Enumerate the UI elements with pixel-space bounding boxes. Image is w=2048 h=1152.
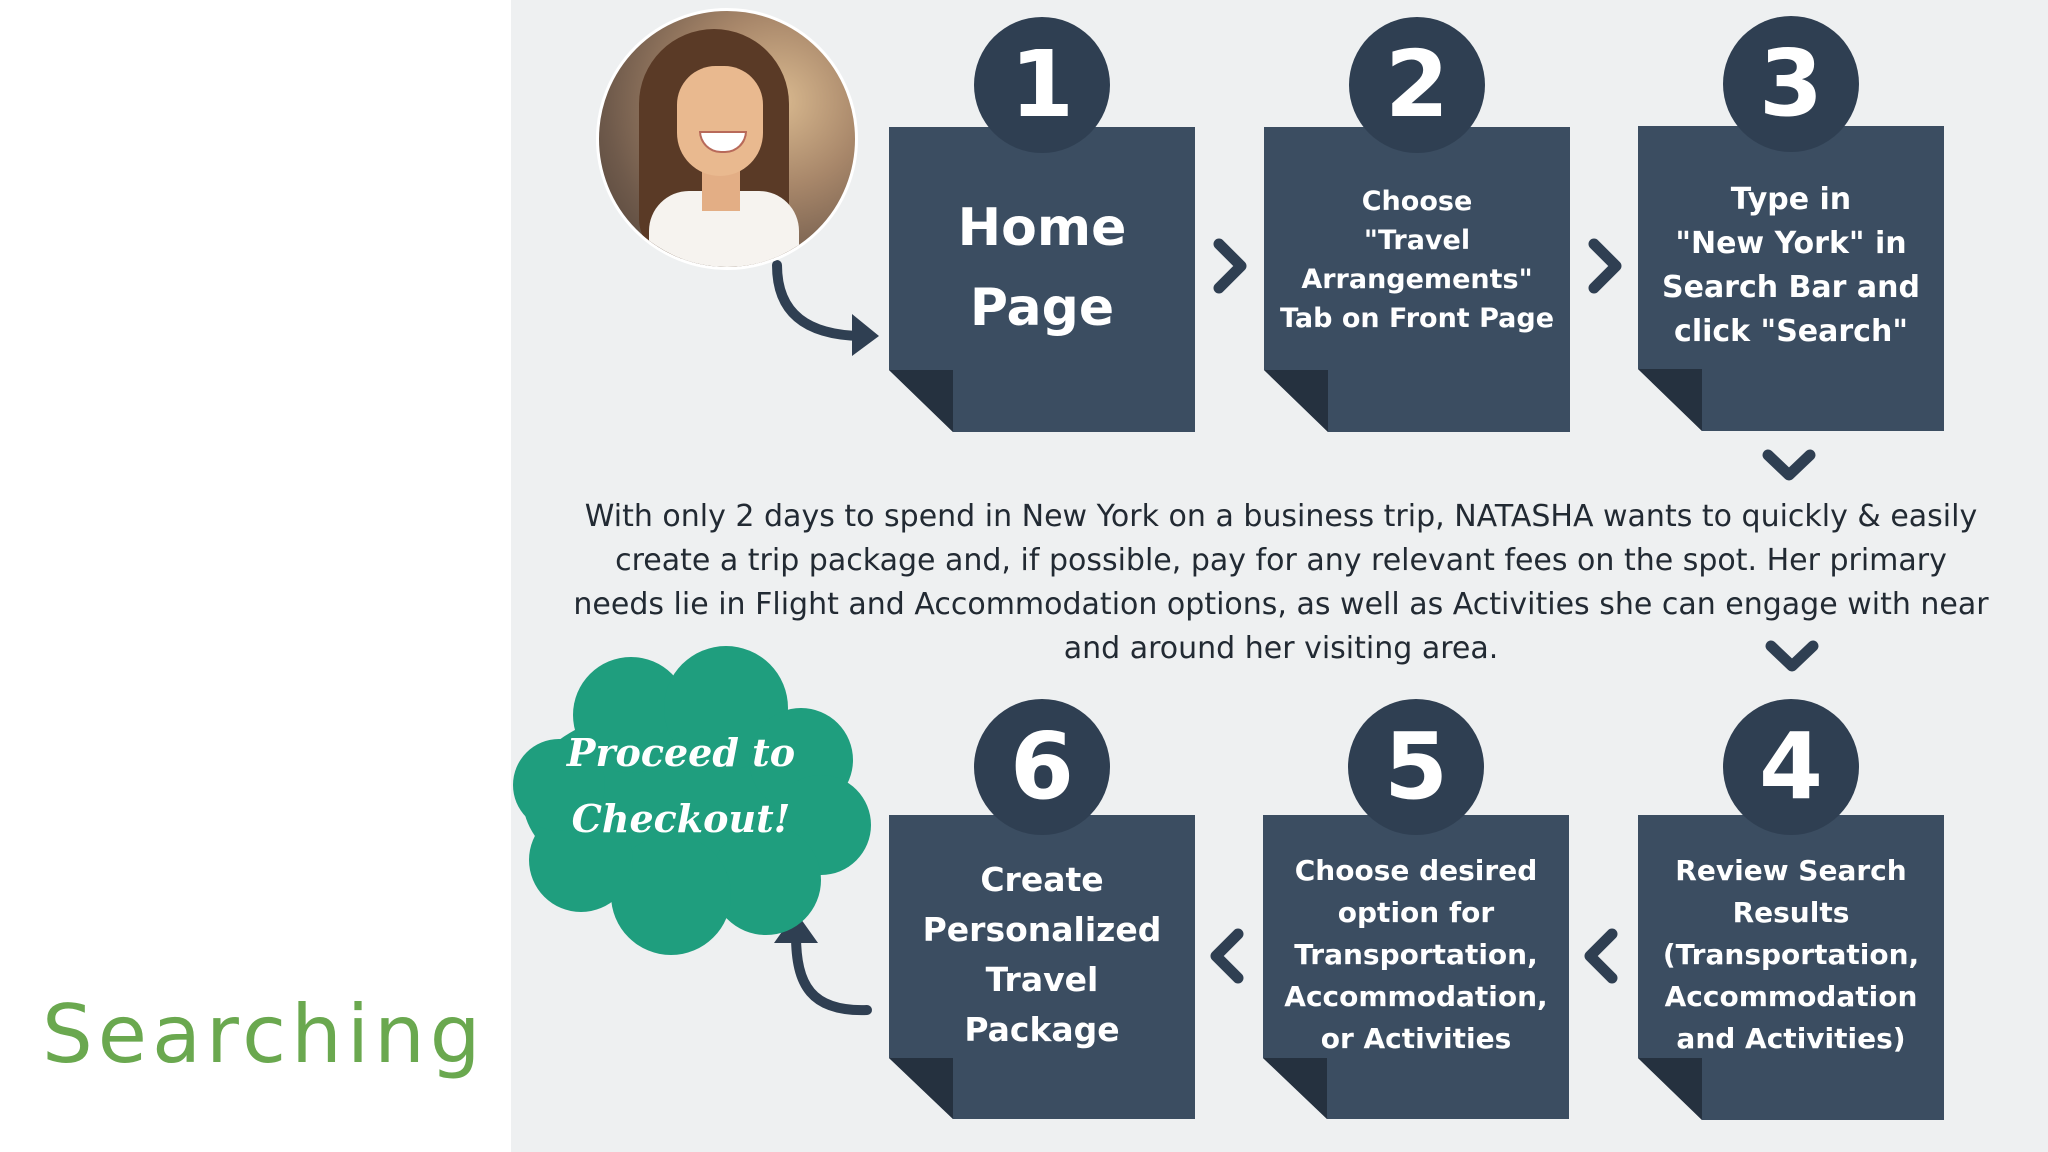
step-number-5: 5 [1348, 699, 1484, 835]
step-number-2: 2 [1349, 17, 1485, 153]
curved-arrow-icon [772, 260, 879, 356]
chevron-left-icon [1210, 928, 1244, 984]
chevron-right-icon [1213, 238, 1247, 294]
step-box-3 [1638, 126, 1944, 431]
checkout-cloud [513, 646, 871, 955]
step-number-1: 1 [974, 17, 1110, 153]
scenario-description: With only 2 days to spend in New York on… [573, 499, 1989, 666]
step-number-6: 6 [974, 699, 1110, 835]
step-text-2: Choose "Travel Arrangements" Tab on Fron… [1279, 186, 1555, 334]
step-text-4: Review Search Results (Transportation, A… [1662, 854, 1920, 1055]
checkout-cloud-label: Proceed to Checkout! [566, 730, 796, 841]
persona-avatar [596, 8, 858, 270]
step-text-5: Choose desired option for Transportation… [1284, 854, 1548, 1055]
user-flow-panel: 1 2 3 6 5 4 Home Page Choose "Travel Arr… [511, 0, 2048, 1152]
step-box-5 [1263, 815, 1569, 1119]
curved-arrow-up-icon [774, 912, 872, 1016]
step-number-4: 4 [1723, 699, 1859, 835]
chevron-down-icon [1765, 640, 1819, 672]
step-text-1: Home Page [957, 198, 1127, 338]
flow-graphics [513, 126, 1944, 1120]
step-box-6 [889, 815, 1195, 1119]
step-text-6: Create Personalized Travel Package [922, 860, 1162, 1049]
step-box-2 [1264, 127, 1570, 432]
step-box-4 [1638, 815, 1944, 1120]
chevron-right-icon [1588, 238, 1622, 294]
chevron-down-icon [1762, 449, 1816, 481]
slide-title: Searching [42, 988, 486, 1081]
step-text-3: Type in "New York" in Search Bar and cli… [1661, 182, 1920, 349]
step-box-1 [889, 127, 1195, 432]
chevron-left-icon [1584, 928, 1618, 984]
step-number-3: 3 [1723, 16, 1859, 152]
